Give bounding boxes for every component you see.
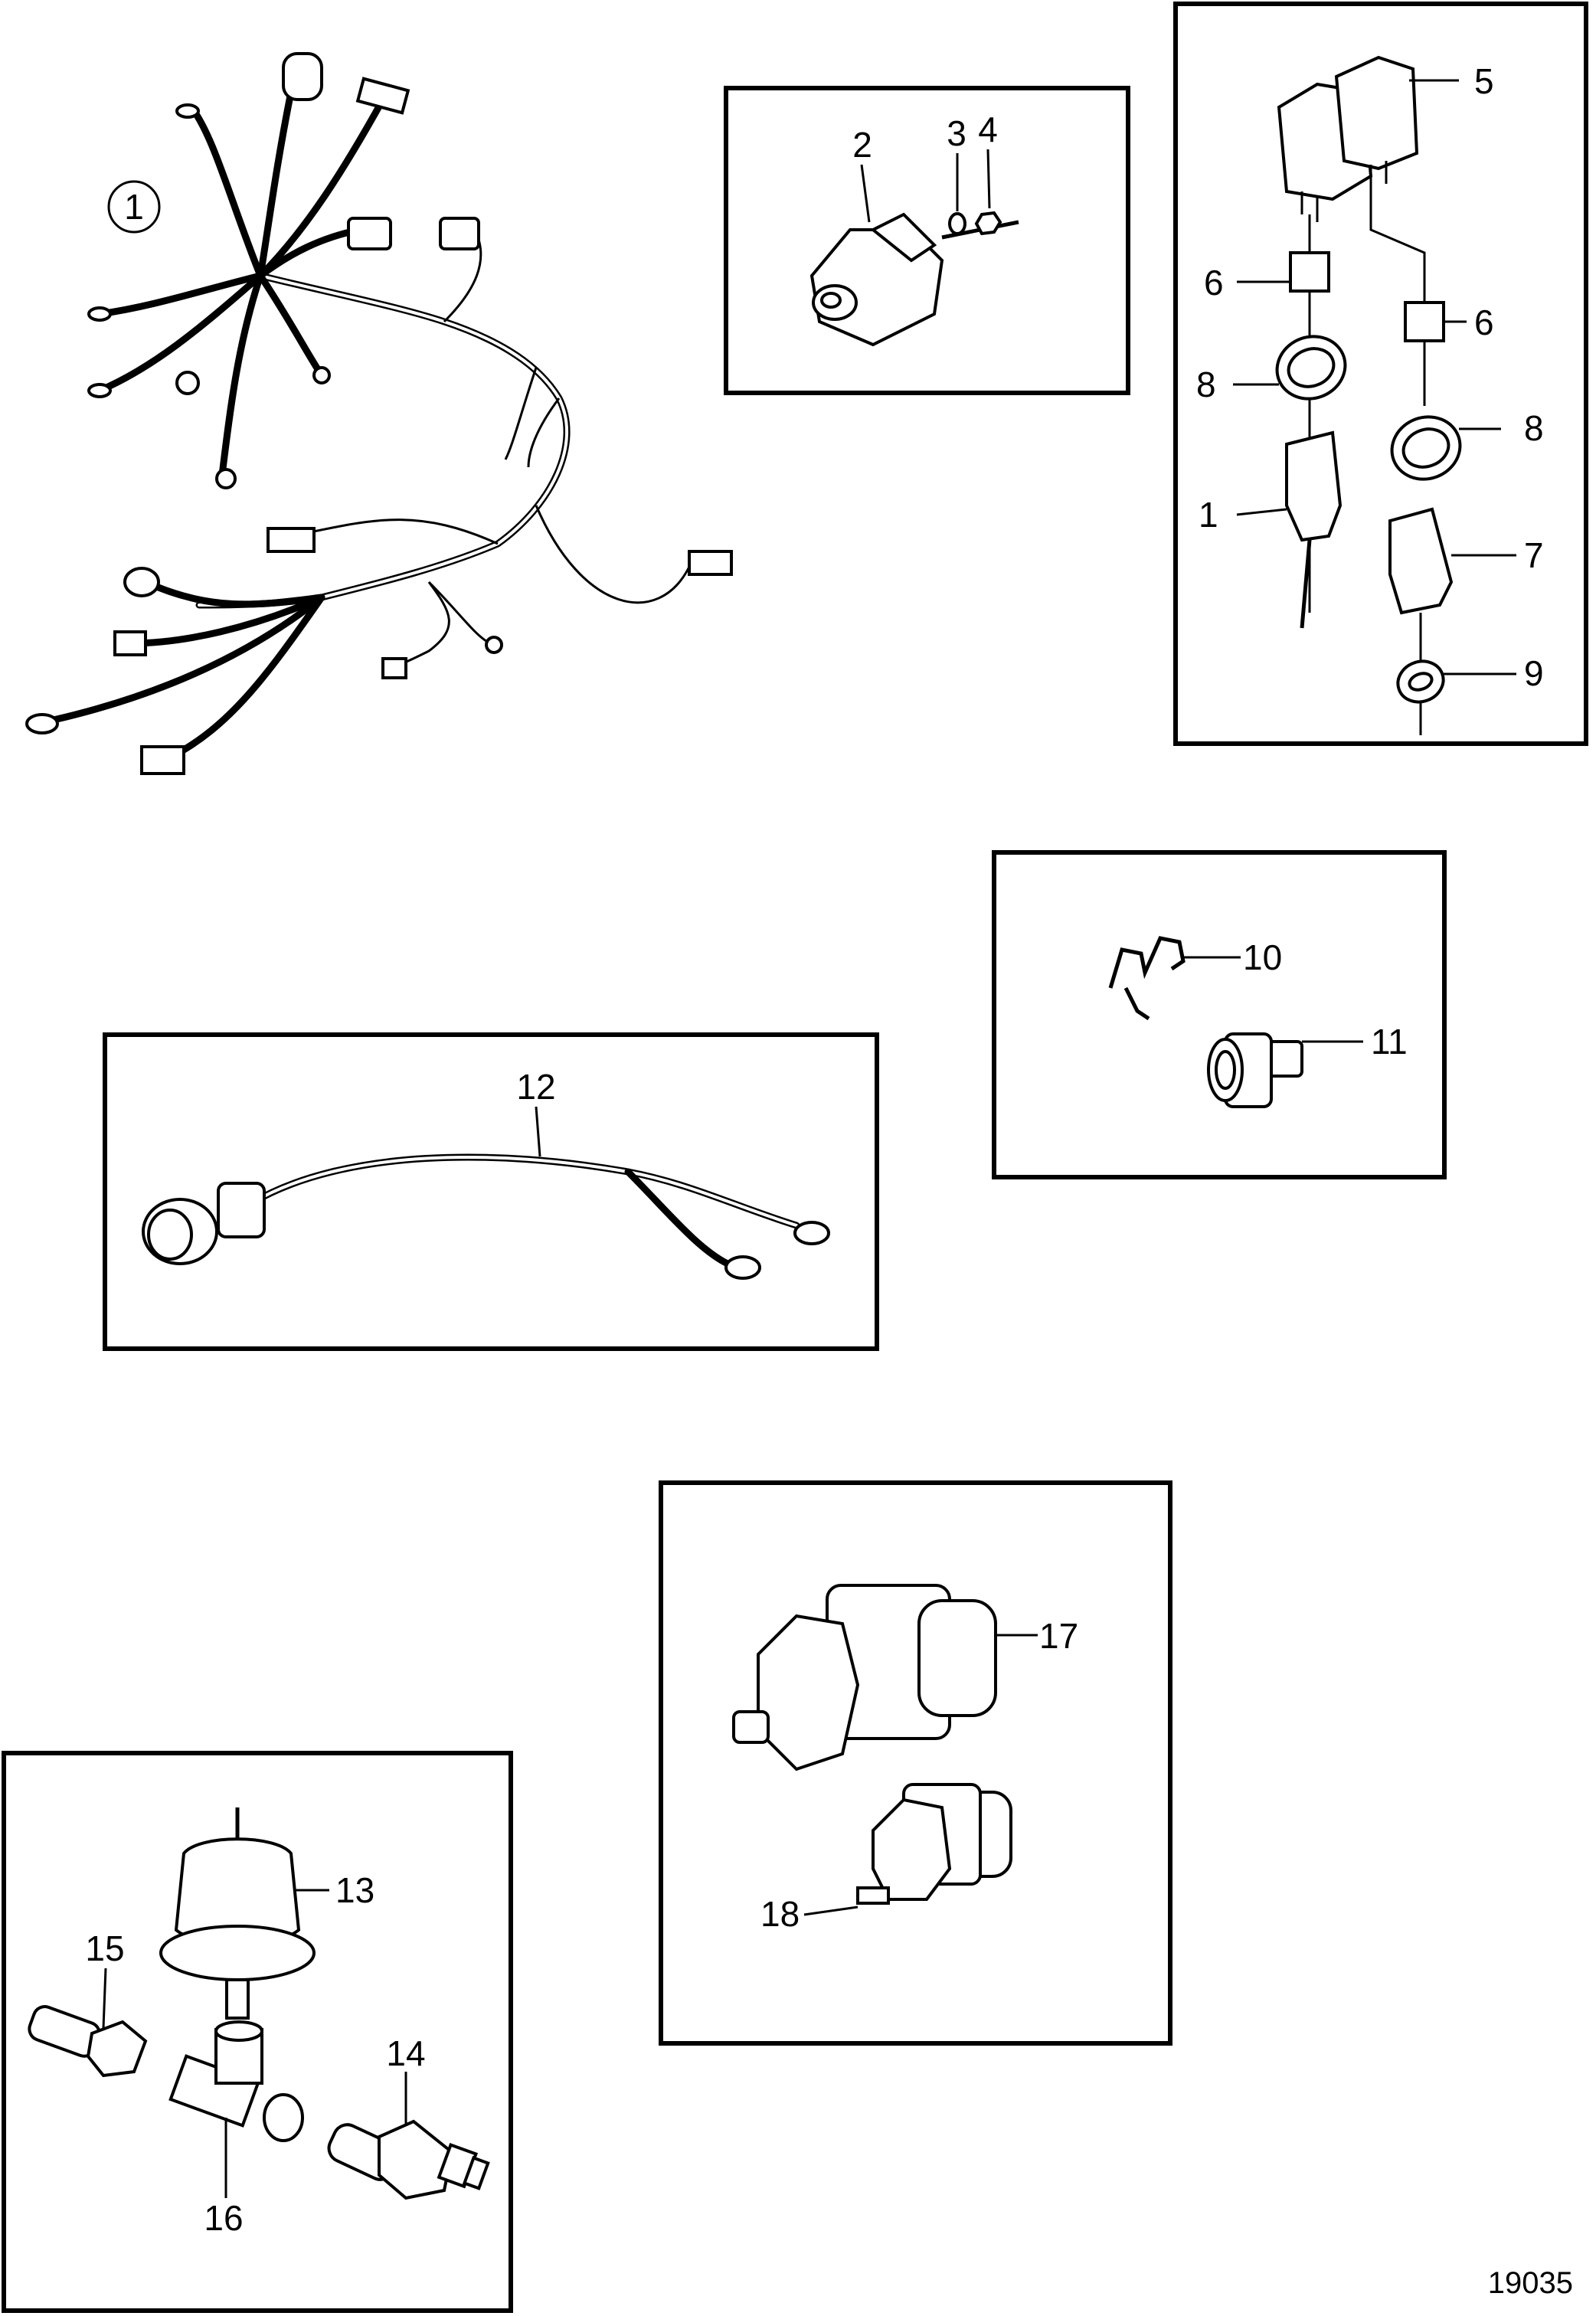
- callout-8-left: 8: [1196, 365, 1216, 404]
- box-items-2-4: [724, 86, 1130, 395]
- diagram-number: 19035: [1487, 2266, 1573, 2300]
- callout-16: 16: [204, 2198, 243, 2238]
- callout-10: 10: [1243, 937, 1282, 977]
- cable-part-12: [142, 1153, 830, 1280]
- washer-part-3: [948, 212, 966, 235]
- clip-part-10: [1108, 936, 1186, 989]
- callout-4: 4: [978, 110, 998, 149]
- pressure-switch-part-14: [327, 2119, 490, 2200]
- callout-2: 2: [852, 125, 872, 165]
- callout-5: 5: [1474, 61, 1494, 101]
- callout-15: 15: [85, 1928, 124, 1968]
- callout-8-right: 8: [1524, 408, 1544, 448]
- callout-18: 18: [760, 1894, 800, 1934]
- connector-part-1-small: [1285, 430, 1343, 542]
- callout-12: 12: [516, 1067, 555, 1107]
- terminal-part-6-left: [1289, 251, 1330, 293]
- box-items-10-11: [992, 850, 1447, 1179]
- callout-7: 7: [1524, 535, 1544, 575]
- box-items-17-18: [659, 1480, 1172, 2046]
- tee-fitting-part-16: [168, 2020, 304, 2142]
- callout-3: 3: [947, 113, 966, 153]
- connector-part-11: [1207, 1032, 1303, 1108]
- connector-part-7: [1388, 507, 1454, 615]
- callout-14: 14: [386, 2033, 425, 2073]
- connector-housing-part-5: [1277, 55, 1419, 222]
- wiring-harness: [25, 52, 733, 775]
- sensor-part-17: [732, 1584, 997, 1771]
- nut-part-4: [974, 211, 1002, 236]
- sensor-part-18: [856, 1783, 1012, 1905]
- callout-13: 13: [335, 1870, 374, 1910]
- box-item-12: [103, 1032, 879, 1351]
- callout-9: 9: [1524, 653, 1544, 693]
- box-items-5-9: [1173, 2, 1588, 746]
- callout-1-main: 1: [107, 180, 161, 234]
- adapter-part-15: [28, 2005, 148, 2078]
- callout-17: 17: [1039, 1616, 1078, 1656]
- callout-1-connector: 1: [1199, 495, 1218, 535]
- callout-6-right: 6: [1474, 303, 1494, 342]
- callout-11: 11: [1371, 1022, 1408, 1062]
- callout-1-label: 1: [124, 187, 144, 227]
- callout-6-left: 6: [1204, 263, 1224, 303]
- box-items-13-16: [2, 1751, 513, 2313]
- pressure-sender-part-13: [159, 1807, 316, 2020]
- terminal-part-6-right: [1404, 301, 1445, 342]
